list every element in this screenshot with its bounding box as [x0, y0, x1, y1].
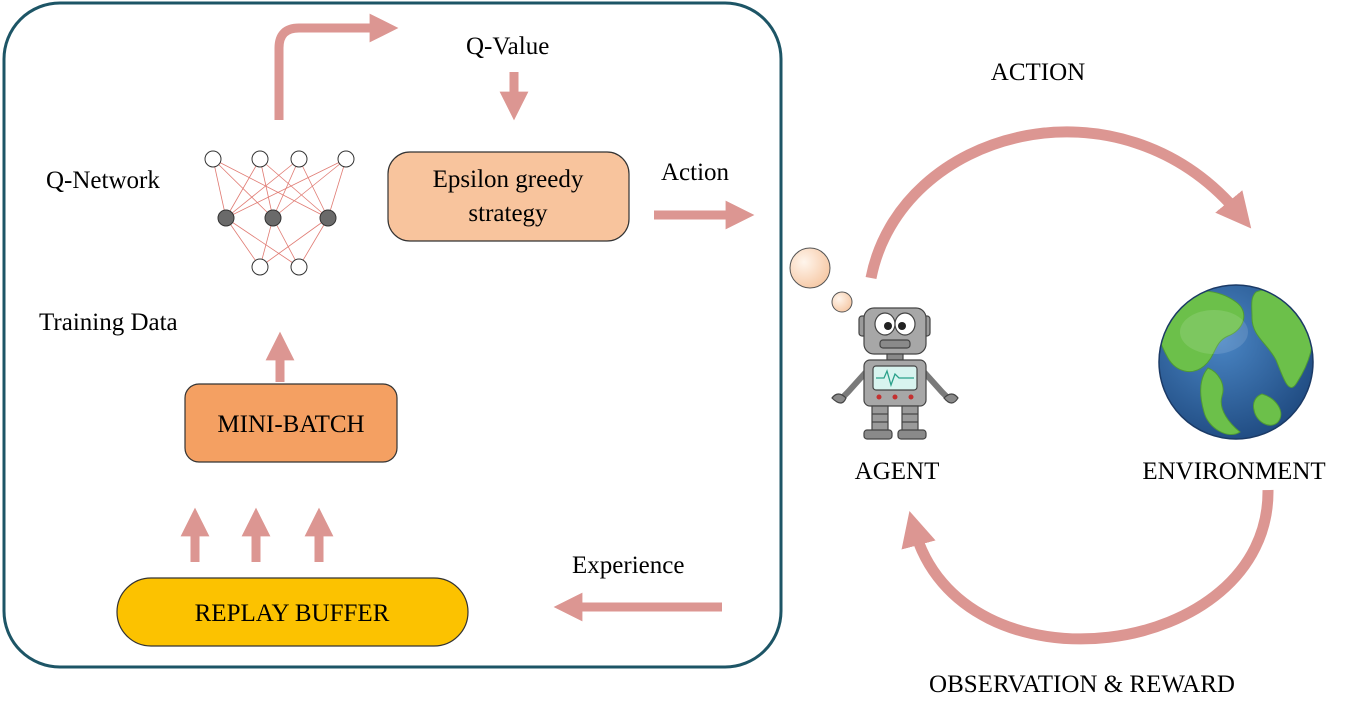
replay-buffer-box	[116, 577, 469, 647]
output-node	[290, 258, 308, 276]
replay-buffer-label: REPLAY BUFFER	[195, 600, 390, 627]
mini-batch-label: MINI-BATCH	[217, 411, 364, 438]
hidden-node	[217, 209, 235, 227]
robot-icon	[831, 307, 959, 440]
q-value-output-arrow	[274, 13, 399, 120]
thought-bubble-small	[831, 291, 853, 313]
output-node	[251, 258, 269, 276]
action-inner-label: Action	[661, 159, 730, 186]
action-loop-arrow	[865, 126, 1252, 280]
epsilon-greedy-label-line1: Epsilon greedy	[433, 166, 584, 193]
observation-reward-label: OBSERVATION & REWARD	[929, 671, 1235, 698]
action-outer-label: ACTION	[991, 59, 1085, 86]
input-node	[290, 150, 308, 168]
mini-batch-box	[184, 383, 398, 463]
q-network-label: Q-Network	[46, 167, 160, 194]
q-network-graph	[204, 150, 355, 276]
training-data-label: Training Data	[39, 309, 178, 336]
dqn-frame	[2, 1, 783, 669]
q-value-label: Q-Value	[466, 33, 549, 60]
input-node	[204, 150, 222, 168]
epsilon-greedy-box	[387, 151, 630, 242]
observation-reward-loop-arrow	[901, 489, 1274, 645]
input-node	[251, 150, 269, 168]
globe-icon	[1158, 284, 1314, 440]
environment-label: ENVIRONMENT	[1142, 458, 1325, 485]
thought-bubble-large	[789, 247, 831, 289]
hidden-node	[264, 209, 282, 227]
epsilon-greedy-label-line2: strategy	[468, 200, 548, 227]
input-node	[337, 150, 355, 168]
experience-label: Experience	[572, 552, 684, 579]
agent-label: AGENT	[855, 458, 940, 485]
hidden-node	[319, 209, 337, 227]
